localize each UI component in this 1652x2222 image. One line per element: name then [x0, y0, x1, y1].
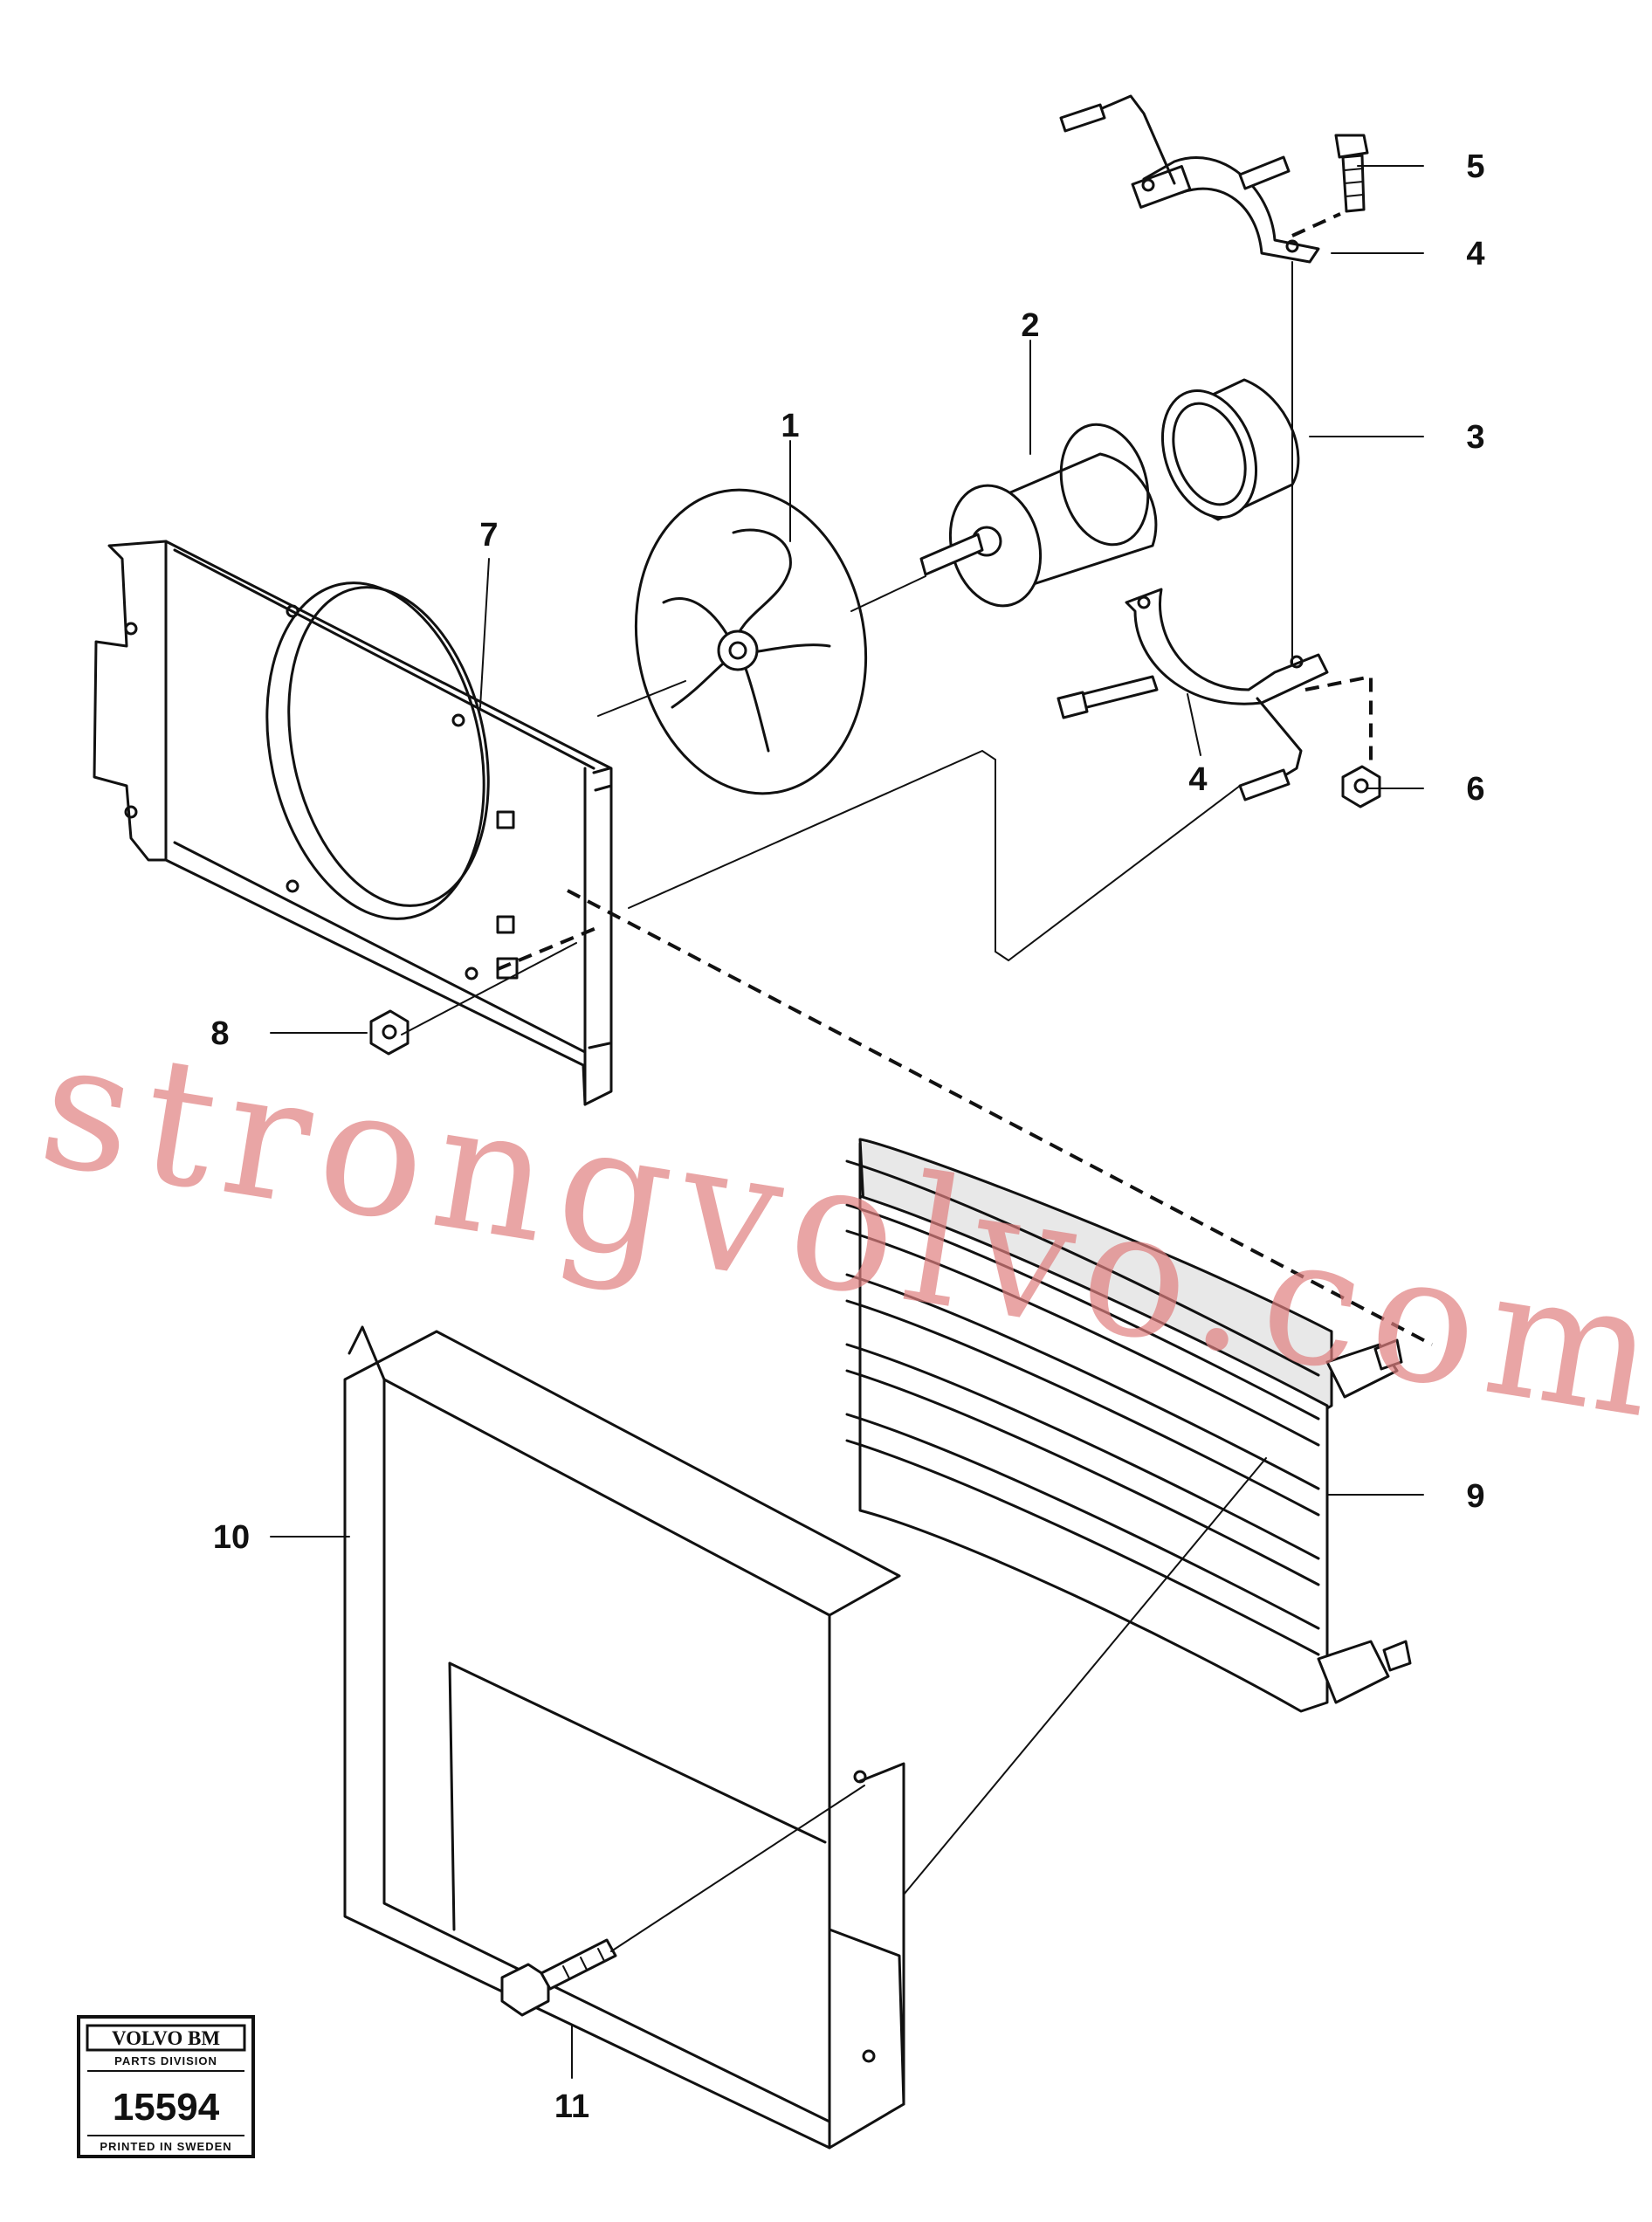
part-1-fan	[634, 488, 868, 795]
parts-division-stamp: VOLVO BM PARTS DIVISION 15594 PRINTED IN…	[77, 2015, 255, 2158]
stamp-printed: PRINTED IN SWEDEN	[100, 2140, 231, 2153]
callout-6: 6	[1466, 771, 1484, 808]
stamp-brand: VOLVO BM	[112, 2027, 220, 2049]
part-8-nut	[369, 1009, 410, 1056]
callout-1: 1	[781, 408, 799, 444]
callout-11: 11	[554, 2088, 589, 2125]
callout-4-upper: 4	[1466, 236, 1484, 272]
part-5-bolt	[1334, 134, 1369, 213]
callout-7: 7	[479, 517, 498, 554]
part-6-nut	[1341, 765, 1381, 808]
part-10-duct	[343, 1325, 905, 2150]
watermark-text: strongvolvo.com	[28, 1001, 1652, 1459]
callout-2: 2	[1021, 307, 1039, 344]
stamp-division: PARTS DIVISION	[114, 2054, 217, 2067]
assembly-lines	[401, 212, 1433, 1952]
callout-8: 8	[210, 1015, 229, 1052]
callout-5: 5	[1466, 148, 1484, 185]
stamp-number: 15594	[113, 2086, 220, 2129]
leader-lines	[270, 165, 1424, 2079]
part-7-fan-shroud	[93, 540, 613, 1106]
callout-10: 10	[213, 1519, 250, 1556]
callout-4-lower: 4	[1188, 761, 1207, 798]
part-3-sleeve	[1160, 378, 1300, 521]
part-4-lower-clamp	[1057, 588, 1329, 801]
part-4-upper-clamp	[1059, 94, 1320, 264]
callouts: 1 2 3 4 4 5 6 7 8 9 10 11	[210, 148, 1484, 2125]
callout-9: 9	[1466, 1478, 1484, 1515]
part-9-radiator	[845, 1138, 1412, 1713]
part-2-motor	[919, 423, 1158, 608]
part-11-bolt	[500, 1938, 617, 2017]
callout-3: 3	[1466, 419, 1484, 456]
